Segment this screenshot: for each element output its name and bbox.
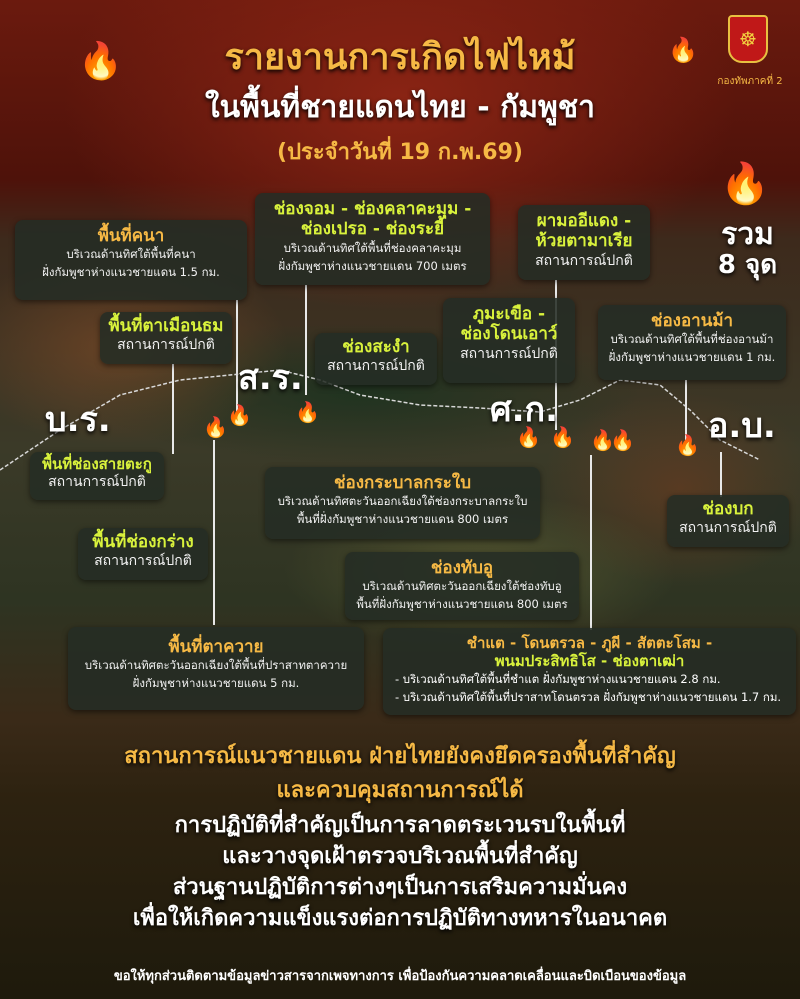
logo-caption: กองทัพภาคที่ 2 [717,76,783,87]
box-detail: ฝั่งกัมพูชาห่างแนวชายแดน 1.5 กม. [42,265,220,280]
box-detail: บริเวณด้านทิศตะวันออกเฉียงใต้ช่องกระบาลก… [277,494,528,509]
incident-box-thapu: ช่องทับอู บริเวณด้านทิศตะวันออกเฉียงใต้ช… [345,552,579,620]
connector-line [720,452,722,497]
status-box-saitaku: พื้นที่ช่องสายตะกู สถานการณ์ปกติ [30,452,164,500]
box-status: สถานการณ์ปกติ [94,553,192,570]
box-detail: พื้นที่ฝั่งกัมพูชาห่างแนวชายแดน 800 เมตร [296,512,509,527]
connector-line [213,440,215,625]
fire-marker-icon: 🔥 [675,433,700,457]
incident-box-anma: ช่องอานม้า บริเวณด้านทิศใต้พื้นที่ช่องอา… [598,305,786,380]
border-line [0,369,761,471]
box-title: ห้วยตามาเรีย [535,231,633,252]
box-title: ช่องเปรอ - ช่องระยี้ [300,219,445,240]
box-detail: - บริเวณด้านทิศใต้พื้นที่ชำแต ฝั่งกัมพูช… [395,672,721,686]
box-detail: ฝั่งกัมพูชาห่างแนวชายแดน 1 กม. [608,350,776,365]
province-label-surin: ส.ร. [238,358,303,398]
box-detail: บริเวณด้านทิศตะวันออกเฉียงใต้พื้นที่ปราส… [84,658,348,673]
incident-box-krabal: ช่องกระบาลกระใบ บริเวณด้านทิศตะวันออกเฉี… [265,467,540,539]
box-title: ช่องสะงำ [342,337,410,357]
summary-line: และวางจุดเฝ้าตรวจบริเวณพื้นที่สำคัญ [222,844,578,869]
box-detail: ฝั่งกัมพูชาห่างแนวชายแดน 700 เมตร [278,258,467,273]
box-title: พื้นที่คนา [97,226,165,246]
connector-line [236,300,238,420]
box-detail: บริเวณด้านทิศใต้พื้นที่ช่องอานม้า [610,332,774,347]
fire-marker-icon: 🔥 [295,400,320,424]
fire-marker-icon: 🔥 [590,428,615,452]
summary-body: การปฏิบัติที่สำคัญเป็นการลาดตระเวนรบในพื… [0,810,800,934]
connector-line [172,364,174,454]
status-box-krang: พื้นที่ช่องกร่าง สถานการณ์ปกติ [78,528,208,580]
box-status: สถานการณ์ปกติ [535,252,633,269]
box-detail: ฝั่งกัมพูชาห่างแนวชายแดน 5 กม. [132,676,300,691]
summary-line: ส่วนฐานปฏิบัติการต่างๆเป็นการเสริมความมั… [172,875,628,900]
box-detail: - บริเวณด้านทิศใต้พื้นที่ปราสาทโดนตรวล ฝ… [395,690,782,705]
province-label-buriram: บ.ร. [45,400,111,440]
box-title: พื้นที่ตาเมือนธม [108,316,224,336]
box-title: ภูมะเขือ - [472,304,546,324]
total-value: 8 จุด [717,250,778,280]
box-detail: บริเวณด้านทิศใต้พื้นที่ช่องคลาคะมุม [283,240,462,255]
summary-line: การปฏิบัติที่สำคัญเป็นการลาดตระเวนรบในพื… [174,813,626,838]
box-title: ช่องบก [702,499,754,519]
province-label-sisaket: ศ.ก. [490,390,558,430]
fire-marker-icon: 🔥 [516,425,541,449]
box-detail: พื้นที่ฝั่งกัมพูชาห่างแนวชายแดน 800 เมตร [356,597,568,612]
status-box-phumakhuea: ภูมะเขือ - ช่องโดนเอาว์ สถานการณ์ปกติ [443,298,575,383]
fire-icon: 🔥 [720,161,770,207]
box-detail: บริเวณด้านทิศตะวันออกเฉียงใต้ช่องทับอู [362,579,562,594]
summary-line: สถานการณ์แนวชายแดน ฝ่ายไทยยังคงยึดครองพื… [124,744,676,769]
incident-box-khana: พื้นที่คนา บริเวณด้านทิศใต้พื้นที่คนา ฝั… [15,220,247,300]
status-box-chongbok: ช่องบก สถานการณ์ปกติ [667,495,789,547]
footer-notice: ขอให้ทุกส่วนติดตามข้อมูลข่าวสารจากเพจทาง… [113,969,687,984]
box-status: สถานการณ์ปกติ [48,474,146,490]
page-subtitle: ในพื้นที่ชายแดนไทย - กัมพูชา [204,90,596,125]
report-date: (ประจำวันที่ 19 ก.พ.69) [277,140,523,165]
box-title: ช่องจอม - ช่องคลาคะมุม - [273,199,472,219]
box-detail: บริเวณด้านทิศใต้พื้นที่คนา [66,247,196,262]
page-title: รายงานการเกิดไฟไหม้ [224,37,576,78]
box-title: พื้นที่ช่องกร่าง [92,532,194,552]
box-title: ช่องอานม้า [650,311,734,331]
box-title: ช่องโดนเอาว์ [460,324,558,345]
summary-line: และควบคุมสถานการณ์ได้ [276,778,524,803]
box-title: ชำแต - โดนตรวล - ภูผี - สัตตะโสม - [466,634,713,652]
status-box-phamor: ผามออีแดง - ห้วยตามาเรีย สถานการณ์ปกติ [518,205,650,280]
fire-marker-icon: 🔥 [610,428,635,452]
status-box-tamuenthom: พื้นที่ตาเมือนธม สถานการณ์ปกติ [100,312,232,364]
incident-box-chongchom: ช่องจอม - ช่องคลาคะมุม - ช่องเปรอ - ช่อง… [255,193,490,285]
box-title: พื้นที่ช่องสายตะกู [42,455,152,473]
army-emblem-logo: ☸ [728,15,768,63]
status-box-sangam: ช่องสะงำ สถานการณ์ปกติ [315,333,437,385]
fire-marker-icon: 🔥 [227,403,252,427]
box-title: พื้นที่ตาควาย [168,637,264,657]
summary-line: เพื่อให้เกิดความแข็งแรงต่อการปฏิบัติทางท… [132,906,668,931]
total-label: รวม [721,217,774,252]
fire-marker-icon: 🔥 [203,415,228,439]
connector-line [305,285,307,395]
box-title: ผามออีแดง - [536,211,632,231]
connector-line [590,455,592,630]
fire-icon: 🔥 [78,41,123,82]
box-status: สถานการณ์ปกติ [460,345,558,362]
incident-box-takhwai: พื้นที่ตาควาย บริเวณด้านทิศตะวันออกเฉียง… [68,627,364,710]
total-count: รวม 8 จุด [700,218,795,280]
fire-marker-icon: 🔥 [550,425,575,449]
box-title: ช่องกระบาลกระใบ [333,473,471,493]
incident-box-chamtae: ชำแต - โดนตรวล - ภูผี - สัตตะโสม - พนมปร… [383,628,796,715]
box-title: ช่องทับอู [430,558,494,578]
province-label-ubon: อ.บ. [708,406,776,446]
box-status: สถานการณ์ปกติ [679,520,777,537]
box-title: พนมประสิทธิโส - ช่องตาเฒ่า [494,652,685,670]
connector-line [685,380,687,440]
box-status: สถานการณ์ปกติ [117,337,215,354]
box-status: สถานการณ์ปกติ [327,358,425,375]
fire-icon: 🔥 [668,36,698,64]
summary-highlight: สถานการณ์แนวชายแดน ฝ่ายไทยยังคงยึดครองพื… [0,740,800,808]
